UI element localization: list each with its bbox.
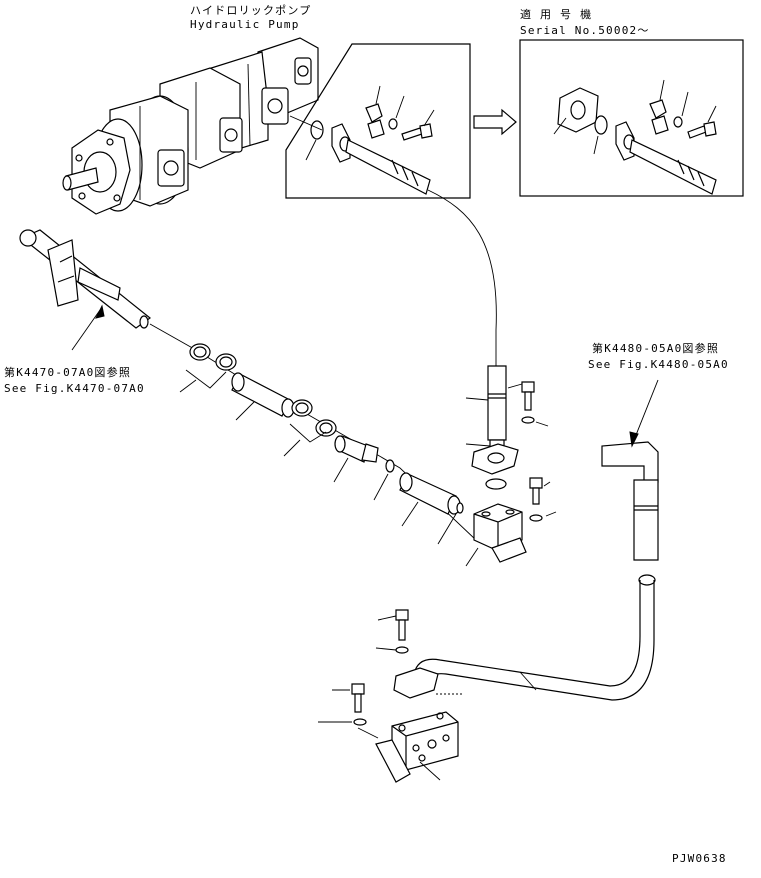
lower-block [318, 683, 462, 783]
ref-right-label-en: See Fig.K4480-05A0 [588, 358, 729, 371]
drawing-number: PJW0638 [672, 852, 727, 865]
ref-left-label-jp: 第K4470-07A0図参照 [4, 366, 132, 379]
pump-label-en: Hydraulic Pump [190, 18, 300, 31]
right-hose [601, 379, 659, 561]
hydraulic-pump [62, 37, 319, 215]
outline-right-arrow [473, 108, 517, 136]
o-ring [310, 120, 324, 140]
bent-pipe [375, 574, 656, 701]
detail-box-right [519, 39, 744, 197]
left-pipe-assembly [19, 229, 477, 541]
manifold-block [465, 477, 557, 567]
ref-left-label-en: See Fig.K4470-07A0 [4, 382, 145, 395]
clamp-parts [179, 343, 464, 545]
upper-fitting [465, 365, 549, 490]
detail-box-left [285, 43, 471, 199]
pump-label-jp: ハイドロリックポンプ [190, 4, 312, 17]
ref-right-label-jp: 第K4480-05A0図参照 [592, 342, 720, 355]
serial-label-jp: 適 用 号 機 [520, 8, 593, 21]
serial-label-en: Serial No.50002～ [520, 24, 650, 37]
